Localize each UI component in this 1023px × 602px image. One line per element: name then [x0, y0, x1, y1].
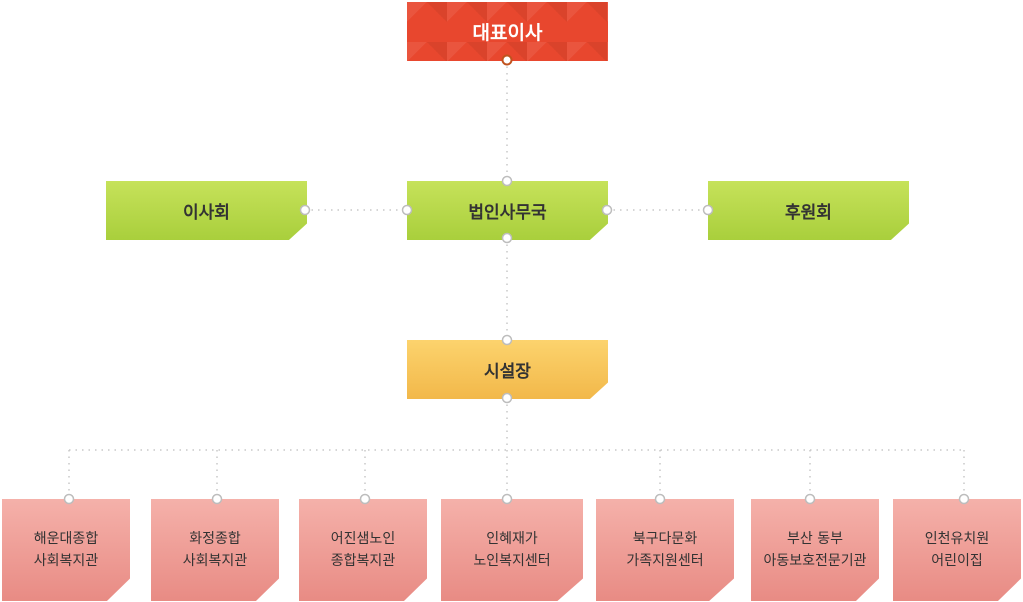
ceo-box: 대표이사: [407, 2, 608, 61]
director-label: 시설장: [484, 362, 531, 382]
facility-line2: 아동보호전문기관: [763, 553, 867, 569]
facility-box: 화정종합 사회복지관: [151, 499, 279, 601]
office-box: 법인사무국: [407, 181, 608, 240]
facility-line2: 어린이집: [931, 553, 983, 569]
support-label: 후원회: [785, 203, 832, 223]
facility-line2: 사회복지관: [182, 553, 248, 569]
office-label: 법인사무국: [468, 203, 547, 223]
facility-line2: 가족지원센터: [626, 553, 704, 569]
facility-line1: 화정종합: [189, 531, 241, 547]
facility-line1: 해운대종합: [33, 531, 99, 547]
director-box: 시설장: [407, 340, 608, 399]
facility-box: 어진샘노인 종합복지관: [299, 499, 427, 601]
facility-line2: 종합복지관: [330, 553, 396, 569]
facility-box: 인혜재가 노인복지센터: [441, 499, 583, 601]
facility-line2: 노인복지센터: [473, 553, 551, 569]
facility-line1: 부산 동부: [787, 531, 843, 547]
facility-box: 북구다문화 가족지원센터: [596, 499, 734, 601]
facility-line1: 인혜재가: [486, 531, 538, 547]
board-label: 이사회: [183, 203, 230, 223]
facility-line1: 인천유치원: [924, 531, 990, 547]
support-box: 후원회: [708, 181, 909, 240]
facility-line1: 어진샘노인: [330, 531, 396, 547]
ceo-label: 대표이사: [472, 22, 543, 44]
facility-box: 인천유치원 어린이집: [893, 499, 1021, 601]
facility-line2: 사회복지관: [33, 553, 99, 569]
board-box: 이사회: [106, 181, 307, 240]
facility-box: 해운대종합 사회복지관: [2, 499, 130, 601]
facility-box: 부산 동부 아동보호전문기관: [751, 499, 879, 601]
facility-line1: 북구다문화: [632, 531, 698, 547]
